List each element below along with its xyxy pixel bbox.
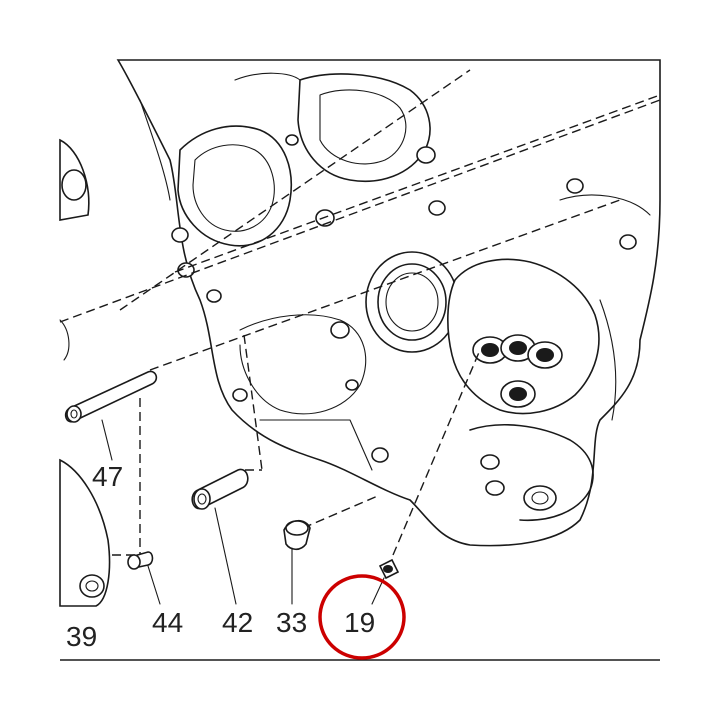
part-label-33: 33	[276, 607, 307, 638]
grub-screw-19	[378, 558, 400, 580]
bushing-42	[191, 468, 249, 510]
sleeve-44	[127, 551, 154, 570]
part-label-42: 42	[222, 607, 253, 638]
highlight-circle	[318, 574, 406, 660]
part-label-44: 44	[152, 607, 183, 638]
part-label-19: 19	[344, 607, 375, 638]
crankcase-body	[116, 59, 661, 547]
side-cover-fragment	[59, 138, 111, 607]
plug-33	[283, 519, 311, 551]
part-label-47: 47	[92, 461, 123, 492]
assembly-guide-lines	[59, 69, 661, 556]
part-label-39: 39	[66, 621, 97, 652]
oil-port-cluster	[472, 334, 563, 408]
dowel-pin-47	[64, 370, 158, 423]
bolt-holes	[171, 134, 637, 463]
